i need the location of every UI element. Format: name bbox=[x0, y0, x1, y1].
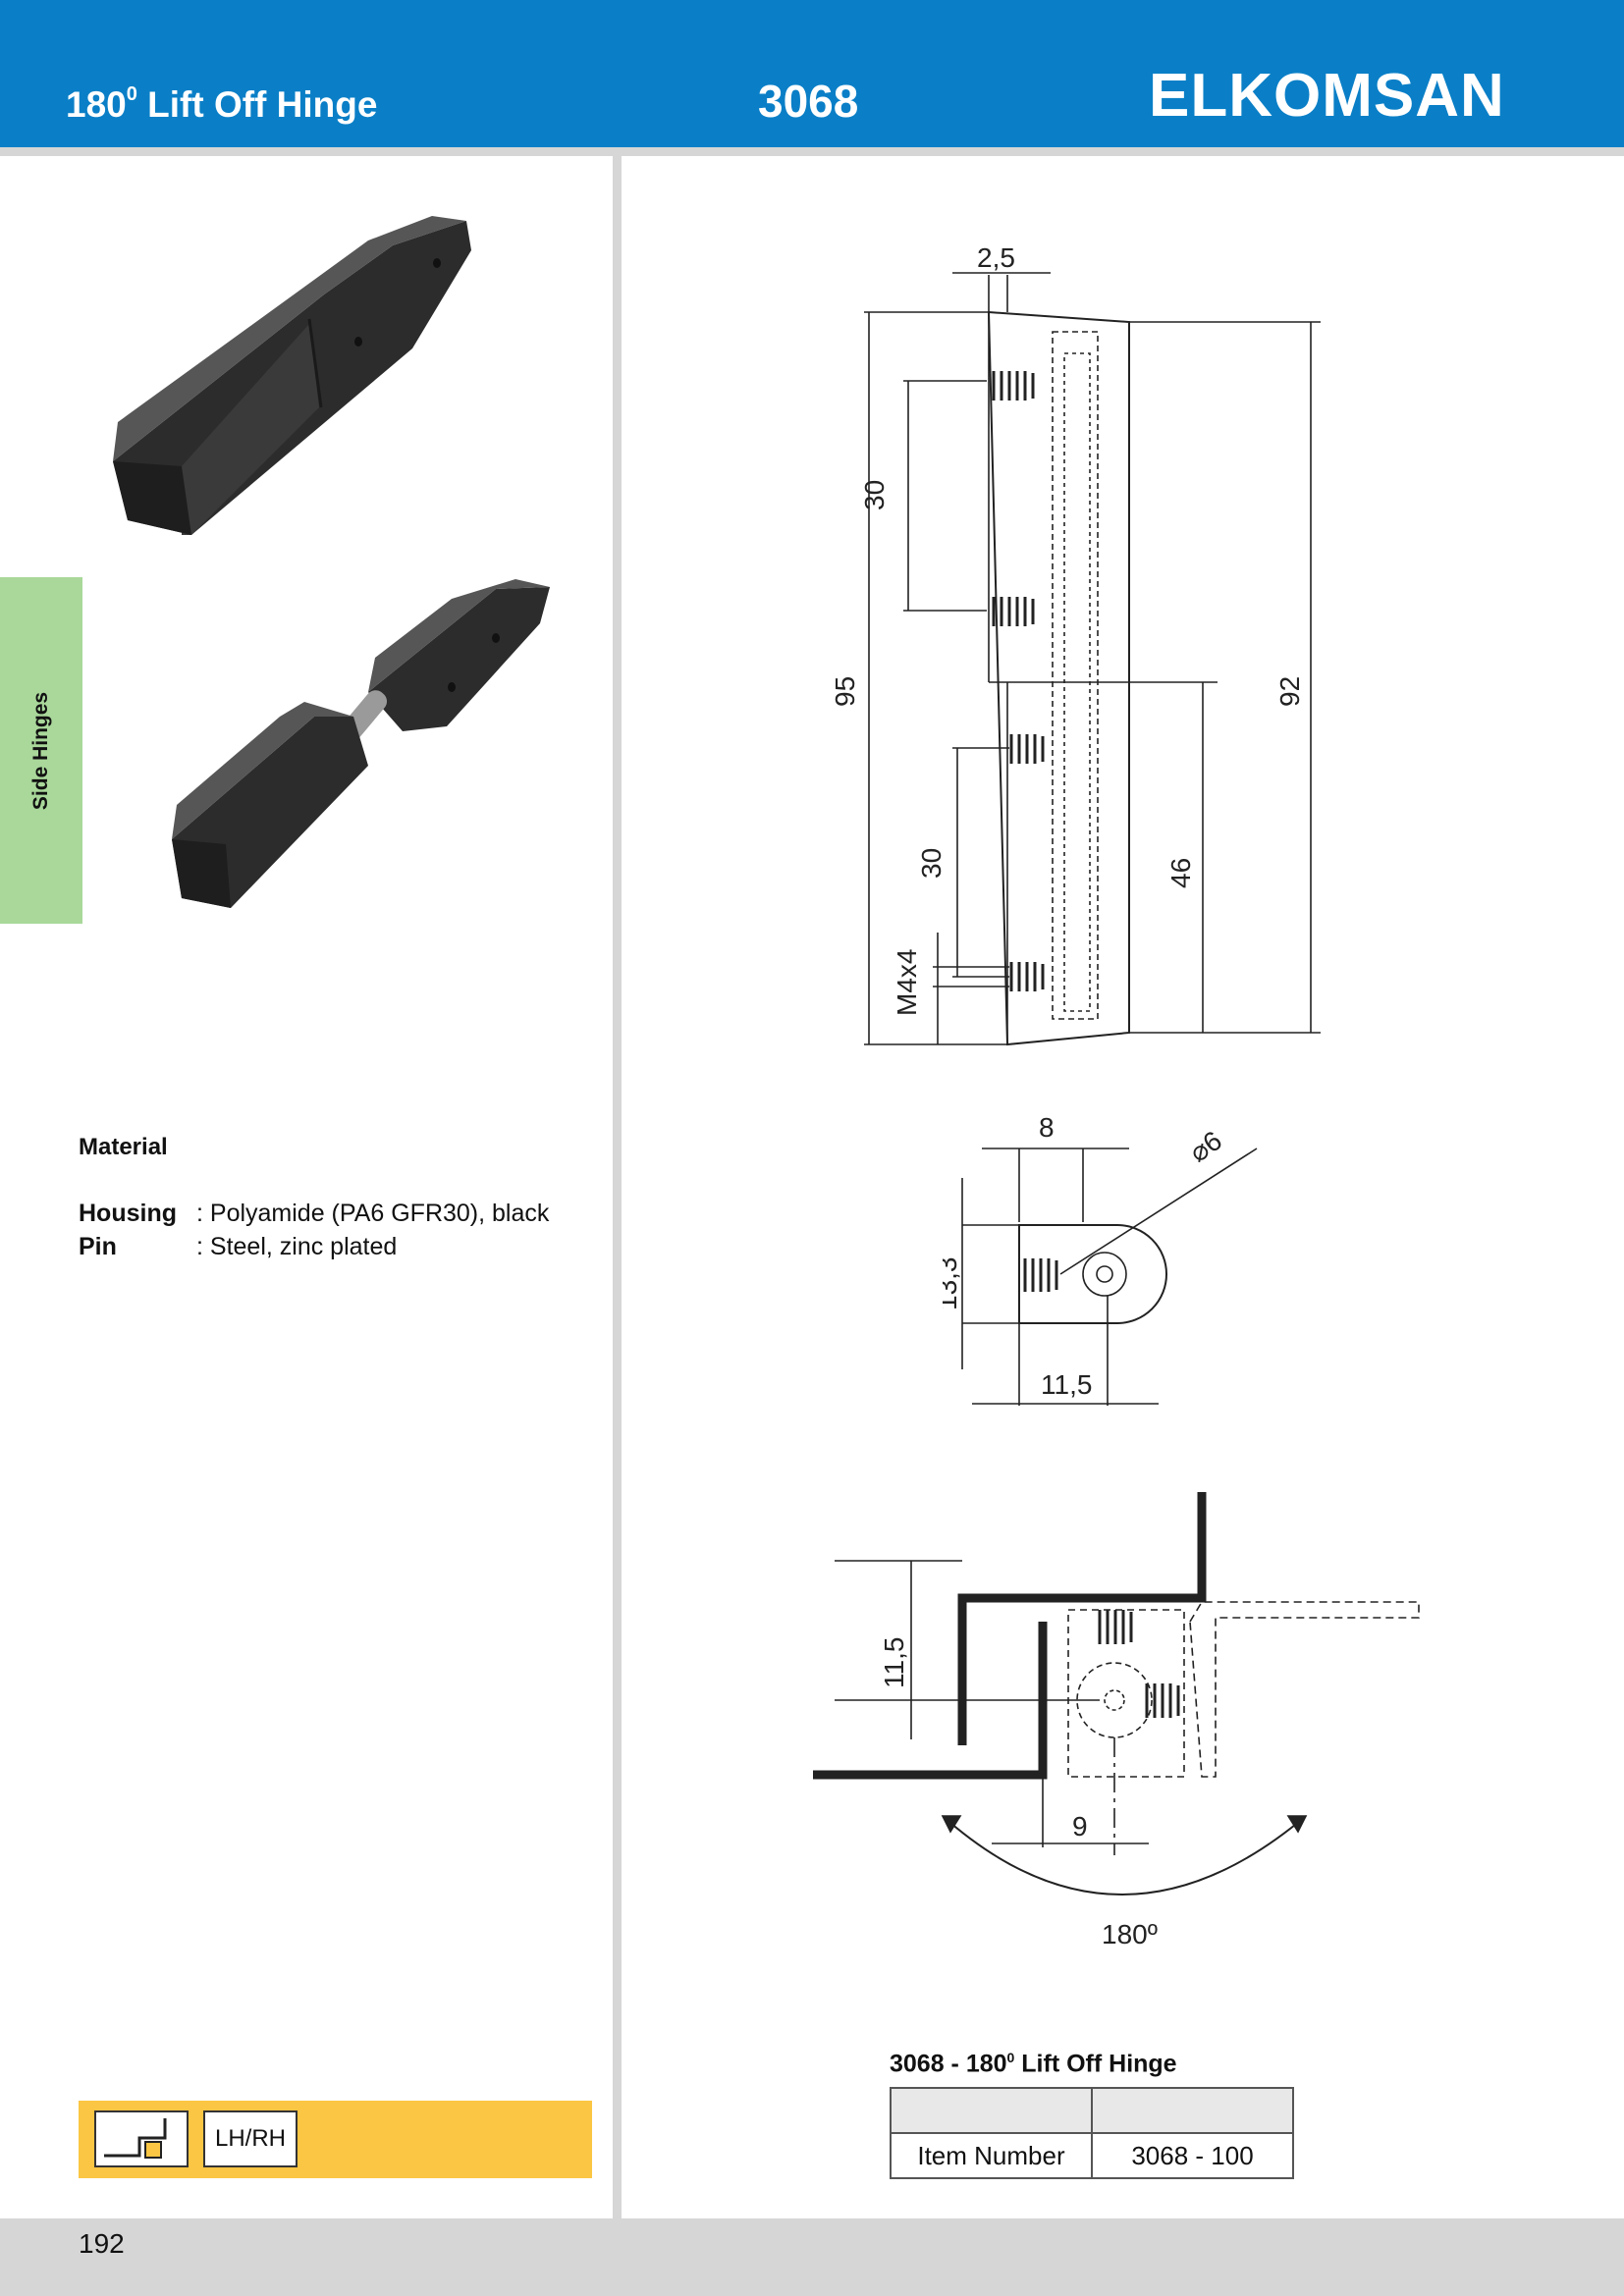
dim-width: 8 bbox=[1039, 1112, 1055, 1143]
material-label: Pin bbox=[79, 1233, 117, 1260]
header-rule bbox=[0, 147, 1624, 156]
material-label: Housing bbox=[79, 1200, 177, 1227]
material-value: : Steel, zinc plated bbox=[196, 1233, 398, 1260]
dim-spacing-lower: 30 bbox=[916, 848, 947, 879]
brand-name: ELKOMSAN bbox=[1149, 62, 1505, 130]
door-hinge-icon bbox=[104, 2118, 167, 2159]
dim-axis: 9 bbox=[1072, 1811, 1088, 1842]
dim-total-left: 95 bbox=[830, 676, 860, 707]
spec-table: Item Number 3068 - 100 bbox=[890, 2087, 1294, 2179]
dim-thread: M4x4 bbox=[892, 949, 922, 1016]
material-heading: Material bbox=[79, 1134, 168, 1160]
dim-top: 2,5 bbox=[977, 242, 1015, 273]
table-row: Item Number 3068 - 100 bbox=[890, 2132, 1294, 2179]
orientation-label: LH/RH bbox=[203, 2110, 298, 2167]
page-footer bbox=[0, 2218, 1624, 2296]
dim-spacing-upper: 30 bbox=[859, 480, 890, 510]
dim-height: 13,3 bbox=[943, 1257, 962, 1311]
material-value: : Polyamide (PA6 GFR30), black bbox=[196, 1200, 550, 1227]
dim-depth: 11,5 bbox=[1041, 1369, 1092, 1400]
table-header-row bbox=[890, 2087, 1294, 2134]
dim-total-right: 92 bbox=[1274, 676, 1305, 707]
top-view-drawing: 8 ⌀6 13,3 11,5 bbox=[943, 1112, 1258, 1406]
dim-angle: 180º bbox=[1102, 1919, 1158, 1949]
table-caption: 3068 - 1800 Lift Off Hinge bbox=[890, 2050, 1177, 2078]
hinge-closed-image bbox=[113, 216, 471, 535]
product-code: 3068 bbox=[758, 76, 859, 127]
column-divider bbox=[613, 156, 622, 2218]
side-tab-label: Side Hinges bbox=[29, 691, 52, 811]
dim-diameter: ⌀6 bbox=[1184, 1125, 1227, 1168]
dim-lower-half: 46 bbox=[1165, 858, 1196, 888]
page-title: 1800 Lift Off Hinge bbox=[66, 82, 378, 125]
hinge-open-image bbox=[172, 579, 550, 908]
orientation-icon-box bbox=[94, 2110, 189, 2167]
dim-offset: 11,5 bbox=[879, 1637, 909, 1688]
material-row-pin: Pin : Steel, zinc plated bbox=[79, 1233, 397, 1261]
table-cell-label: Item Number bbox=[890, 2132, 1093, 2179]
side-tab bbox=[0, 577, 82, 924]
material-row-housing: Housing : Polyamide (PA6 GFR30), black bbox=[79, 1200, 549, 1228]
table-cell-value: 3068 - 100 bbox=[1091, 2132, 1294, 2179]
page-number: 192 bbox=[79, 2228, 125, 2259]
page-header bbox=[0, 0, 1624, 147]
installation-drawing: 11,5 9 180º bbox=[813, 1492, 1420, 1949]
front-view-drawing: 2,5 30 95 92 30 M4x4 46 bbox=[830, 242, 1321, 1046]
